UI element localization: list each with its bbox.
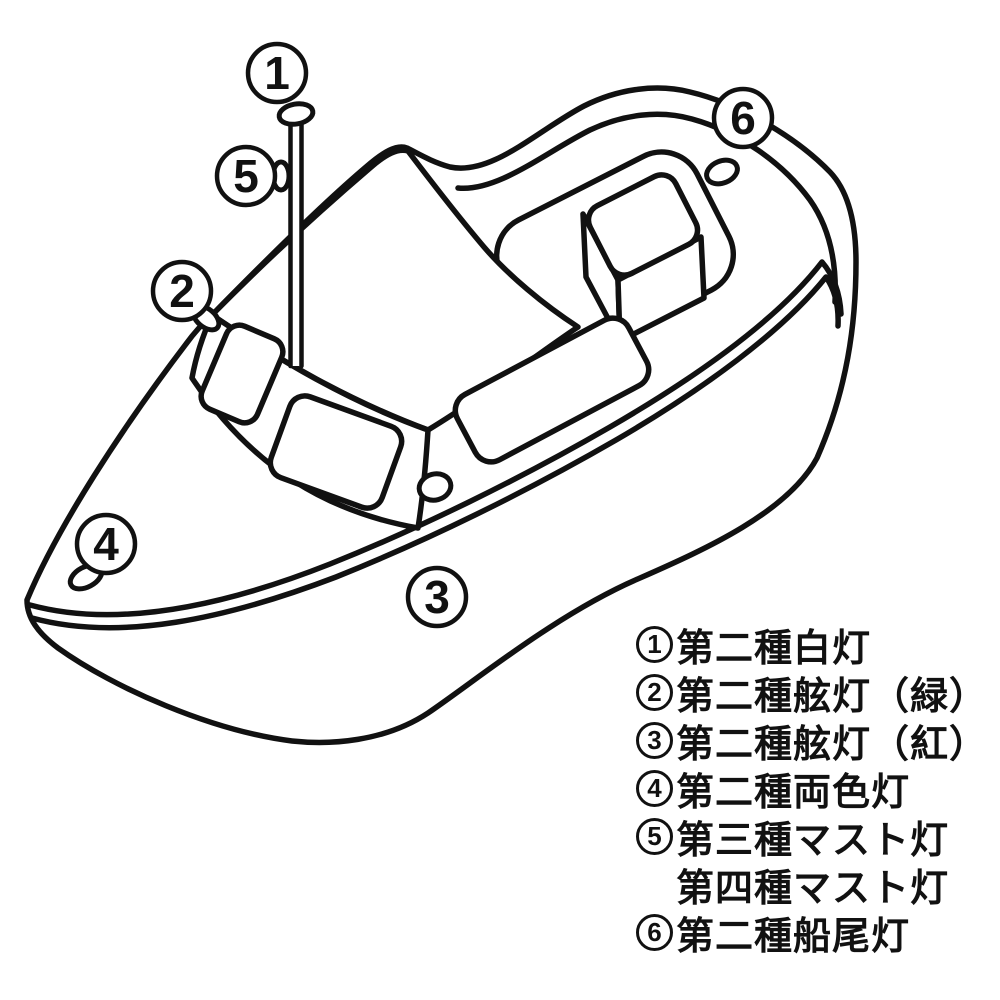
- cabin-side-window: [452, 315, 652, 465]
- sheer-line-upper: [27, 259, 844, 618]
- badge-2: 2: [150, 259, 214, 323]
- legend-item: 2 第二種舷灯（緑）: [636, 668, 988, 718]
- windshield-window-right: [267, 393, 405, 511]
- badge-5: 5: [214, 144, 278, 208]
- legend-number-6: 6: [636, 913, 673, 951]
- badge-6-number: 6: [730, 92, 756, 144]
- badge-6: 6: [711, 86, 775, 150]
- legend-label-6: 第四種マスト灯: [676, 867, 950, 910]
- masthead-white-light: [276, 101, 316, 127]
- legend-label-4: 第二種両色灯: [676, 771, 911, 814]
- legend-label-7: 第二種船尾灯: [676, 915, 911, 958]
- legend-label-1: 第二種白灯: [676, 627, 872, 670]
- badge-4-number: 4: [93, 518, 119, 570]
- legend-number-3: 3: [636, 721, 673, 759]
- deck-inner-line: [455, 111, 839, 305]
- legend-item: 1 第二種白灯: [636, 620, 988, 670]
- badge-1-number: 1: [264, 47, 290, 99]
- legend-item: 6 第二種船尾灯: [636, 908, 988, 958]
- badge-5-number: 5: [233, 150, 259, 202]
- legend-number-indent: [636, 866, 673, 903]
- legend-label-2: 第二種舷灯（緑）: [676, 675, 989, 718]
- legend-number-4: 4: [636, 769, 673, 807]
- legend-item: 4 第二種両色灯: [636, 764, 988, 814]
- legend-number-2: 2: [636, 673, 673, 711]
- legend: 1 第二種白灯 2 第二種舷灯（緑） 3 第二種舷灯（紅） 4 第二種両色灯 5…: [636, 620, 988, 958]
- badge-4: 4: [74, 512, 138, 576]
- stern-light: [704, 157, 740, 187]
- legend-label-3: 第二種舷灯（紅）: [676, 723, 989, 766]
- sidelight-red-light: [416, 471, 454, 503]
- badge-3-number: 3: [424, 571, 450, 623]
- engine-box-top: [585, 172, 701, 278]
- windshield-window-left: [198, 322, 286, 426]
- badge-1: 1: [245, 41, 309, 105]
- sheer-line-lower: [29, 274, 841, 631]
- legend-number-5: 5: [636, 817, 673, 855]
- legend-item: 5 第三種マスト灯: [636, 812, 988, 862]
- badge-2-number: 2: [169, 265, 195, 317]
- legend-number-1: 1: [636, 625, 673, 663]
- legend-item: 第四種マスト灯: [636, 860, 988, 910]
- legend-item: 3 第二種舷灯（紅）: [636, 716, 988, 766]
- legend-label-5: 第三種マスト灯: [676, 819, 950, 862]
- badge-3: 3: [405, 565, 469, 629]
